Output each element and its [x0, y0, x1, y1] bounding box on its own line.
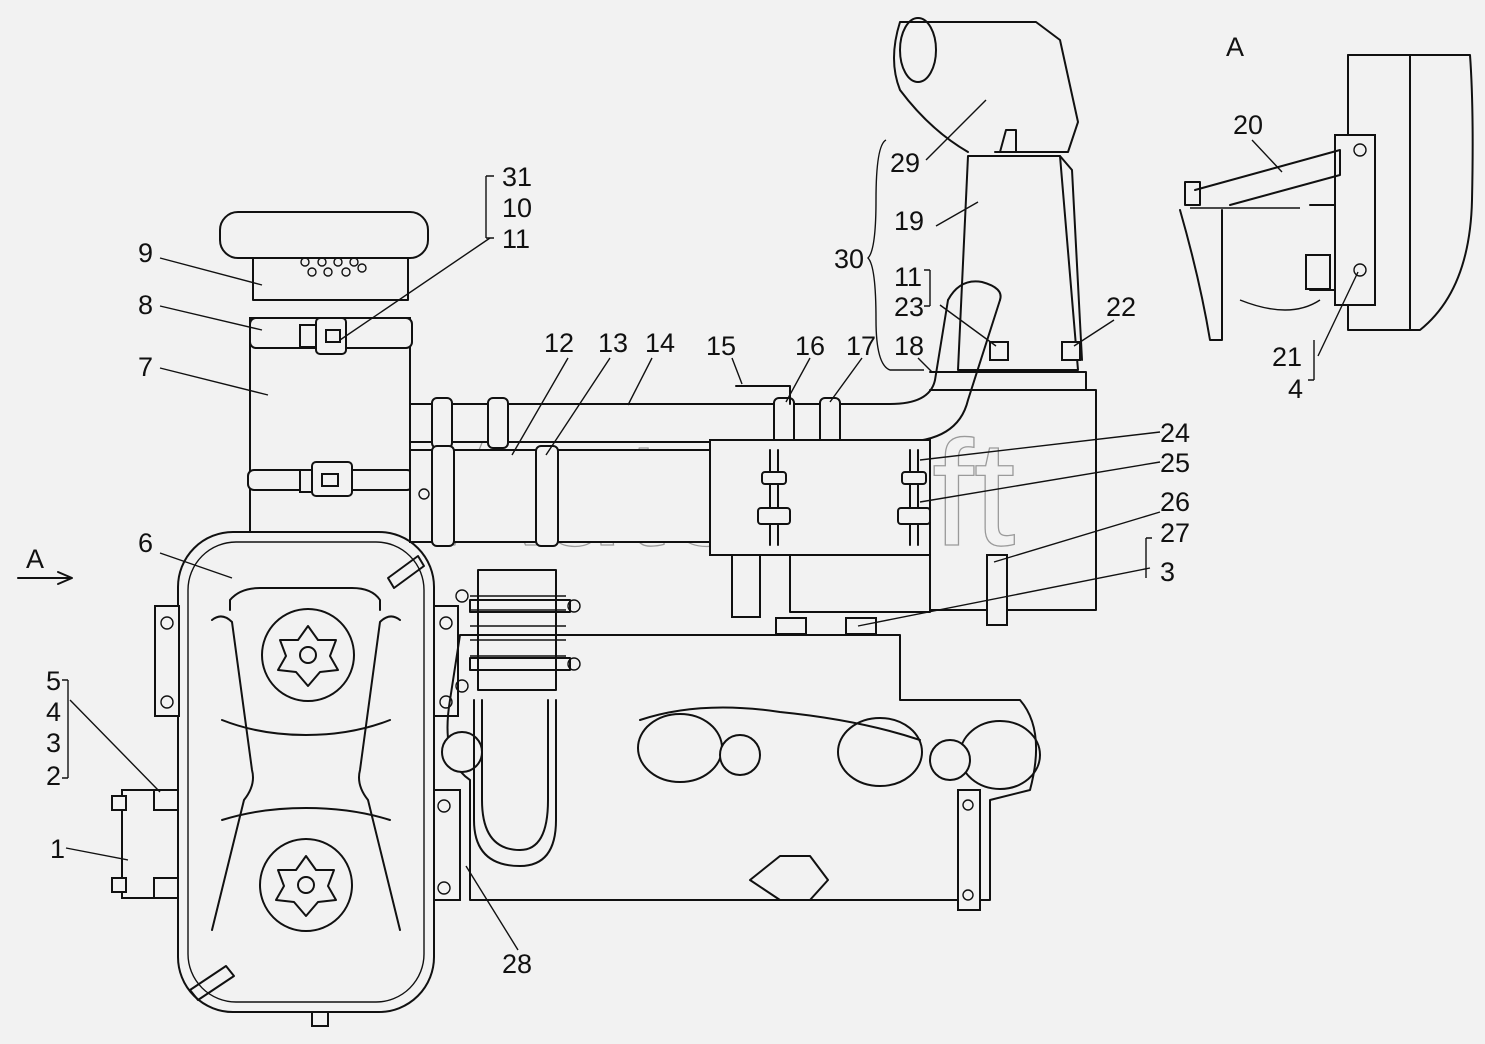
callout-1: 1	[50, 834, 65, 864]
view-a-inset	[1179, 54, 1474, 341]
upper-pipe	[409, 280, 1002, 449]
callout-4-inset: 4	[1288, 374, 1303, 404]
callout-10: 10	[502, 193, 532, 223]
callout-4: 4	[46, 697, 61, 727]
callout-23: 23	[894, 292, 924, 322]
leader-lines	[62, 99, 1359, 951]
callout-3-right: 3	[1160, 557, 1175, 587]
pre-cleaner-box	[709, 371, 1097, 626]
callout-9: 9	[138, 238, 153, 268]
corrugated-hose	[455, 569, 581, 867]
callout-31: 31	[502, 162, 532, 192]
intake-manifold	[441, 617, 1041, 911]
callout-27: 27	[1160, 518, 1190, 548]
exhaust-pipe	[893, 17, 1083, 371]
callout-29: 29	[890, 148, 920, 178]
callout-3: 3	[46, 728, 61, 758]
air-cleaner-cap	[219, 211, 429, 301]
callout-labels: 1 2 3 4 5 6 7 8 9 10 11 31 12 13 14 15 1…	[26, 32, 1303, 979]
lower-hose	[409, 445, 716, 547]
callout-13: 13	[598, 328, 628, 358]
callout-17: 17	[846, 331, 876, 361]
callout-22: 22	[1106, 292, 1136, 322]
clamp-upper	[299, 317, 347, 355]
callout-15: 15	[706, 331, 736, 361]
callout-14: 14	[645, 328, 675, 358]
callout-26: 26	[1160, 487, 1190, 517]
clamp-lower	[299, 461, 353, 497]
callout-11-right: 11	[894, 262, 922, 292]
callout-11-top: 11	[502, 224, 530, 254]
callout-19: 19	[894, 206, 924, 236]
exhaust-nuts	[989, 341, 1081, 361]
side-mount-block	[111, 789, 179, 899]
callout-28: 28	[502, 949, 532, 979]
callout-5: 5	[46, 666, 61, 696]
callout-16: 16	[795, 331, 825, 361]
callout-7: 7	[138, 352, 153, 382]
callout-24: 24	[1160, 418, 1190, 448]
callout-30: 30	[834, 244, 864, 274]
tie-rods	[757, 449, 931, 546]
housing-brackets	[154, 605, 461, 901]
callout-21: 21	[1272, 342, 1302, 372]
view-arrow	[17, 571, 73, 585]
callout-12: 12	[544, 328, 574, 358]
oil-bath-housing	[177, 531, 435, 1027]
view-a-title: A	[1226, 32, 1244, 62]
callout-20: 20	[1233, 110, 1263, 140]
callout-6: 6	[138, 528, 153, 558]
callout-8: 8	[138, 290, 153, 320]
view-a-arrow-label: A	[26, 544, 44, 574]
callout-18: 18	[894, 331, 924, 361]
callout-2: 2	[46, 761, 61, 791]
callout-25: 25	[1160, 448, 1190, 478]
